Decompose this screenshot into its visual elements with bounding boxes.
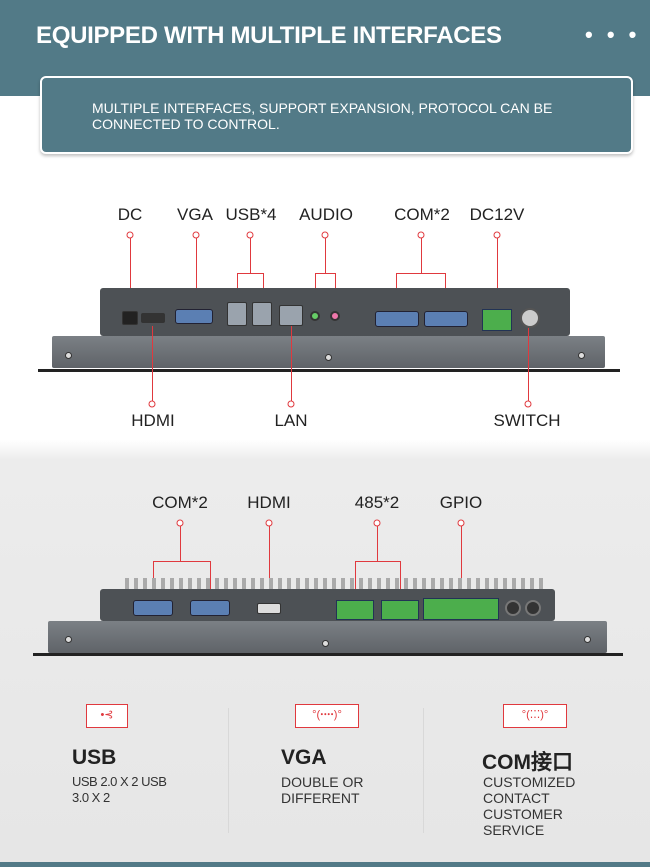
label-dc: DC [117, 205, 143, 224]
screw [578, 352, 585, 359]
screw [325, 354, 332, 361]
label-switch: SWITCH [493, 411, 561, 430]
leader-line [152, 326, 153, 404]
label-usb: USB*4 [225, 205, 277, 224]
feature-text-vga: DOUBLE OR DIFFERENT [281, 774, 364, 806]
usb-icon: •⊰ [86, 704, 128, 728]
label-audio: AUDIO [299, 205, 353, 224]
leader-line [130, 236, 131, 308]
com-port [424, 311, 468, 327]
lan-port [279, 305, 303, 326]
screw [65, 352, 72, 359]
leader-line [291, 326, 292, 404]
leader-line [180, 524, 181, 561]
divider [423, 708, 424, 833]
marker-dot [246, 231, 254, 239]
leader-line [237, 273, 264, 274]
feature-title-vga: VGA [281, 746, 327, 769]
hdmi-port [141, 313, 165, 323]
label-vga: VGA [177, 205, 213, 224]
dc12v-terminal [482, 309, 512, 331]
label-485: 485*2 [354, 493, 400, 512]
marker-dot [126, 231, 134, 239]
power-switch [520, 308, 540, 328]
audio-jack [330, 311, 340, 321]
marker-dot [176, 519, 184, 527]
feature-text-com: CUSTOMIZED CONTACT CUSTOMER SERVICE [483, 774, 576, 838]
leader-line [325, 236, 326, 273]
usb-port [227, 302, 247, 326]
com-port-icon: °(⁚⁚⁚)° [503, 704, 567, 728]
footer-band [0, 862, 650, 867]
com-port [133, 600, 173, 616]
leader-line [250, 236, 251, 273]
marker-dot [417, 231, 425, 239]
leader-line [528, 328, 529, 404]
com-port [375, 311, 419, 327]
audio-jack [310, 311, 320, 321]
rs485-terminal [336, 600, 374, 620]
leader-line [421, 236, 422, 273]
leader-line [315, 273, 336, 274]
leader-line [497, 236, 498, 308]
marker-dot [148, 400, 156, 408]
antenna-connector [525, 600, 541, 616]
label-com: COM*2 [394, 205, 450, 224]
screw [322, 640, 329, 647]
marker-dot [493, 231, 501, 239]
label-dc12v: DC12V [469, 205, 525, 224]
usb-port [252, 302, 272, 326]
hdmi-port [257, 603, 281, 614]
leader-line [196, 236, 197, 308]
com-port [190, 600, 230, 616]
marker-dot [373, 519, 381, 527]
leader-line [153, 561, 211, 562]
device2-bezel [48, 621, 607, 653]
label-hdmi: HDMI [131, 411, 175, 430]
label-hdmi: HDMI [247, 493, 291, 512]
label-lan: LAN [274, 411, 308, 430]
heatsink-fins [125, 578, 545, 590]
more-dots-icon: • • • [585, 22, 641, 47]
screw [65, 636, 72, 643]
leader-line [396, 273, 446, 274]
intro-box: MULTIPLE INTERFACES, SUPPORT EXPANSION, … [40, 76, 633, 154]
device1-base [38, 369, 620, 372]
screw [584, 636, 591, 643]
vga-port-icon: °(ꞏꞏꞏꞏ)° [295, 704, 359, 728]
feature-text-usb: USB 2.0 X 2 USB 3.0 X 2 [72, 774, 167, 805]
rs485-terminal [381, 600, 419, 620]
divider [228, 708, 229, 833]
label-gpio: GPIO [439, 493, 483, 512]
marker-dot [457, 519, 465, 527]
marker-dot [524, 400, 532, 408]
intro-text: MULTIPLE INTERFACES, SUPPORT EXPANSION, … [92, 100, 553, 132]
leader-line [269, 524, 270, 604]
vga-port [175, 309, 213, 324]
device1-bezel [52, 336, 605, 368]
gpio-terminal [423, 598, 499, 620]
feature-title-com: COM接口 [482, 751, 573, 774]
dc-port [122, 311, 138, 325]
marker-dot [192, 231, 200, 239]
leader-line [355, 561, 401, 562]
device2-base [33, 653, 623, 656]
feature-title-usb: USB [72, 746, 117, 769]
marker-dot [321, 231, 329, 239]
leader-line [461, 524, 462, 600]
leader-line [377, 524, 378, 561]
antenna-connector [505, 600, 521, 616]
page-title: EQUIPPED WITH MULTIPLE INTERFACES [36, 22, 502, 49]
marker-dot [265, 519, 273, 527]
marker-dot [287, 400, 295, 408]
label-com: COM*2 [152, 493, 208, 512]
